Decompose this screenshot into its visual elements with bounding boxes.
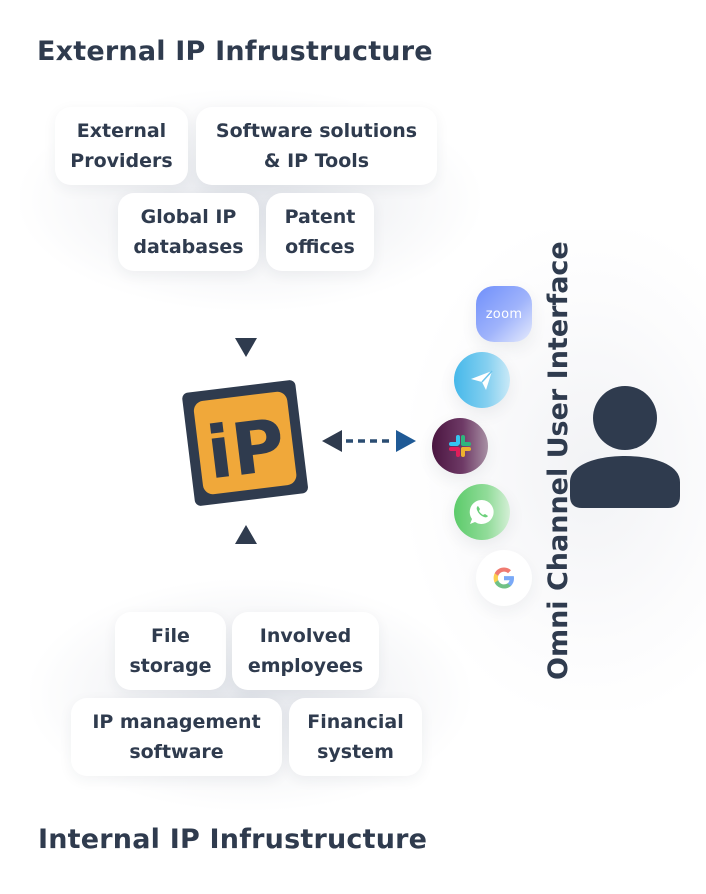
card-financial-system: Financial system [289,698,422,776]
card-file-storage: File storage [115,612,226,690]
arrow-up-icon [235,525,257,592]
slack-icon [432,418,488,474]
telegram-icon [454,352,510,408]
chat-phone-icon [469,499,494,524]
bidirectional-arrow-icon [322,430,416,452]
zoom-icon: zoom [476,286,532,342]
ip-logo: iP [182,380,308,506]
card-involved-employees: Involved employees [232,612,379,690]
card-software-solutions: Software solutions & IP Tools [196,107,437,185]
google-g-icon [493,567,514,589]
ip-logo-text: iP [202,403,289,496]
card-global-ip-databases: Global IP databases [118,193,259,271]
arrow-down-icon [235,294,257,357]
internal-infrastructure-title: Internal IP Infrustructure [38,824,428,855]
google-icon [476,550,532,606]
user-icon [570,386,680,508]
zoom-icon-label: zoom [485,306,523,322]
external-infrastructure-title: External IP Infrustructure [37,36,433,67]
slack-hash-icon [449,435,471,457]
whatsapp-icon [454,484,510,540]
card-ip-management-software: IP management software [71,698,282,776]
paper-plane-icon [471,370,493,390]
card-patent-offices: Patent offices [266,193,374,271]
card-external-providers: External Providers [55,107,188,185]
